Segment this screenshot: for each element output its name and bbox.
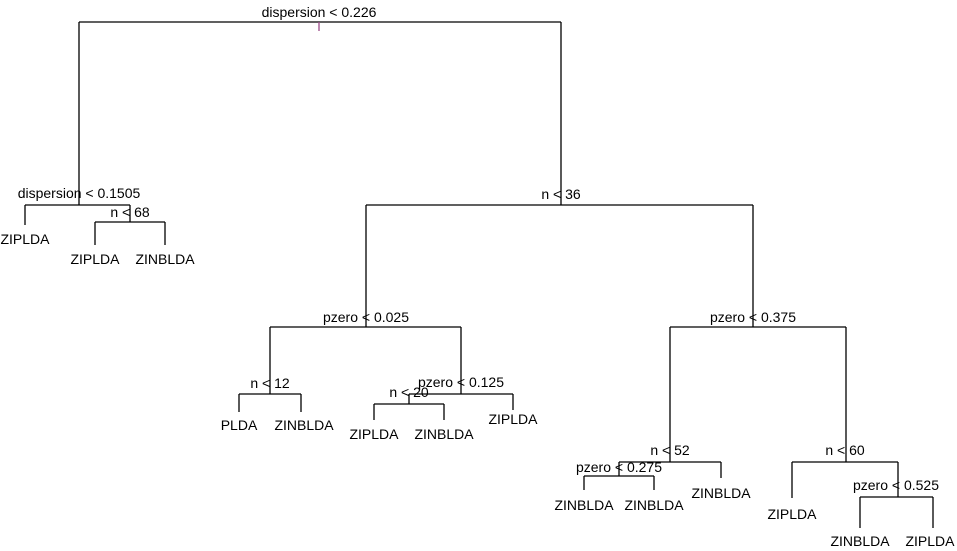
- split-label-rr-left-left: pzero < 0.275: [576, 459, 662, 475]
- split-node-pzero-0.025: pzero < 0.025: [269, 309, 462, 394]
- split-node-n-52: n < 52: [618, 442, 722, 478]
- split-label-right: n < 36: [541, 186, 581, 202]
- split-label-rr-right-right: pzero < 0.525: [853, 477, 939, 493]
- leaf-label: ZIPLDA: [0, 231, 50, 247]
- split-node-pzero-0.125: pzero < 0.125: [408, 374, 514, 410]
- split-label-rr-right: n < 60: [825, 442, 865, 458]
- leaf-label: ZIPLDA: [767, 506, 817, 522]
- split-node-n-60: n < 60: [791, 442, 899, 498]
- split-label-rl-right: pzero < 0.125: [418, 374, 504, 390]
- split-node-n-20: n < 20: [373, 384, 445, 420]
- leaf-label: ZINBLDA: [414, 426, 474, 442]
- split-node-n-36: n < 36: [365, 186, 754, 327]
- leaf-label: ZIPLDA: [488, 411, 538, 427]
- split-node-root: dispersion < 0.226: [78, 4, 562, 205]
- split-label-rr-left: n < 52: [650, 442, 690, 458]
- split-label-rr: pzero < 0.375: [710, 309, 796, 325]
- split-node-pzero-0.525: pzero < 0.525: [853, 477, 939, 528]
- leaf-label: ZINBLDA: [135, 251, 195, 267]
- leaf-label: ZINBLDA: [554, 497, 614, 513]
- split-node-n-68: n < 68: [94, 204, 166, 245]
- leaf-label: ZIPLDA: [349, 426, 399, 442]
- split-label-root: dispersion < 0.226: [262, 4, 377, 20]
- split-node-pzero-0.275: pzero < 0.275: [576, 459, 662, 490]
- leaf-label: ZINBLDA: [274, 417, 334, 433]
- leaf-label: ZIPLDA: [905, 533, 955, 549]
- leaf-label: PLDA: [221, 417, 258, 433]
- leaf-label: ZINBLDA: [624, 497, 684, 513]
- split-label-left: dispersion < 0.1505: [18, 185, 141, 201]
- split-node-pzero-0.375: pzero < 0.375: [669, 309, 847, 462]
- split-label-left-right: n < 68: [110, 204, 150, 220]
- split-label-rl-left: n < 12: [250, 375, 290, 391]
- split-label-rl-right-left: n < 20: [389, 384, 429, 400]
- leaf-label: ZINBLDA: [691, 485, 751, 501]
- split-node-n-12: n < 12: [238, 375, 302, 412]
- split-node-dispersion-0.1505: dispersion < 0.1505: [18, 185, 141, 225]
- leaf-label: ZINBLDA: [830, 533, 890, 549]
- split-label-rl: pzero < 0.025: [323, 309, 409, 325]
- leaf-label: ZIPLDA: [70, 251, 120, 267]
